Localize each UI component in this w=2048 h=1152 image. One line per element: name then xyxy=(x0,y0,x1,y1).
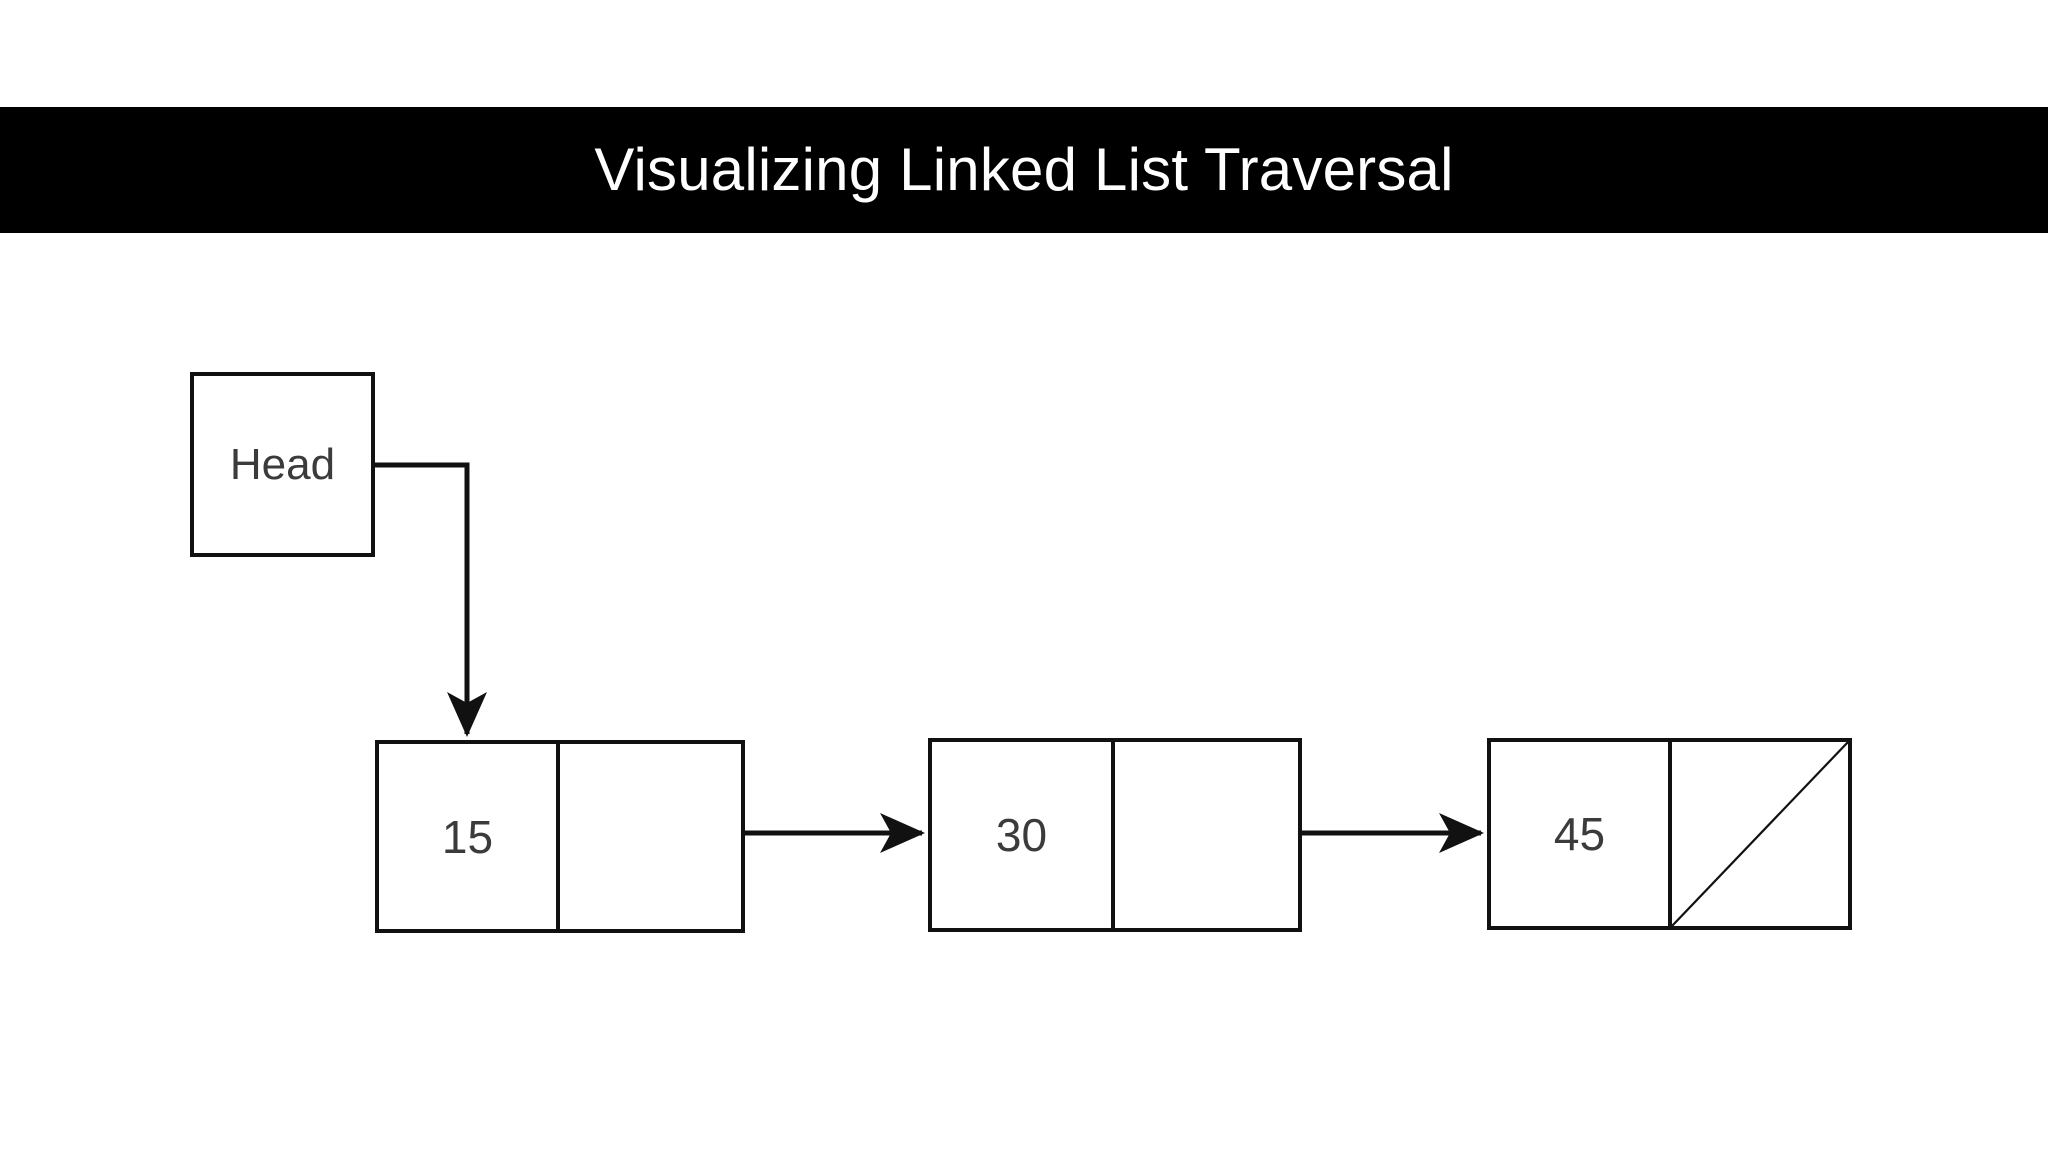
connector-head-to-node-1 xyxy=(375,462,487,738)
null-pointer-slash-icon xyxy=(1672,742,1848,926)
node-next-cell xyxy=(1115,742,1298,928)
node-next-cell xyxy=(1672,742,1848,926)
node-value-cell: 15 xyxy=(379,744,560,929)
node-value-label: 45 xyxy=(1553,808,1606,860)
node-value-label: 15 xyxy=(441,810,494,863)
head-pointer-label: Head xyxy=(229,439,336,489)
node-next-cell xyxy=(560,744,741,929)
node-value-cell: 30 xyxy=(932,742,1115,928)
list-node: 15 xyxy=(375,740,745,933)
list-node: 30 xyxy=(928,738,1302,932)
node-value-label: 30 xyxy=(995,809,1048,861)
title-banner: Visualizing Linked List Traversal xyxy=(0,107,2048,233)
node-value-cell: 45 xyxy=(1491,742,1672,926)
head-pointer-box: Head xyxy=(190,372,375,557)
page-title: Visualizing Linked List Traversal xyxy=(594,136,1454,203)
list-node: 45 xyxy=(1487,738,1852,930)
